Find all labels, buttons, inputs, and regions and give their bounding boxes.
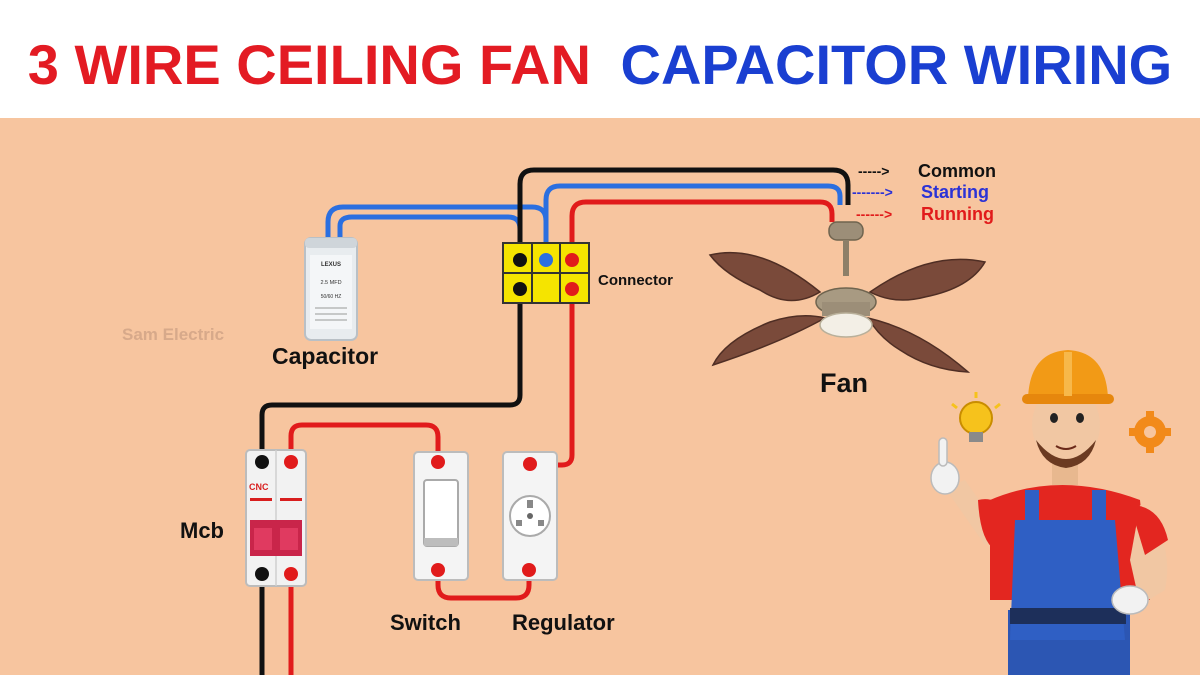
title-part-2: CAPACITOR WIRING [621,33,1173,96]
switch-label: Switch [390,610,461,635]
running-wire [569,199,835,258]
mcb-label: Mcb [180,518,224,543]
legend-starting-arrow: -------> [852,184,893,200]
page-title: 3 WIRE CEILING FAN CAPACITOR WIRING [28,33,1172,96]
watermark: Sam Electric [122,325,224,344]
capacitor-freq: 50/60 HZ [321,294,342,300]
legend-running: Running [921,204,994,224]
capacitor-icon: LEXUS 2.5 MFD 50/60 HZ [304,237,358,341]
fan-label: Fan [820,368,868,398]
mcb-brand: CNC [249,482,269,492]
regulator-out-wire [530,290,575,468]
title-bar [0,0,1200,118]
capacitor-rating: 2.5 MFD [320,280,341,286]
legend-common: Common [918,161,996,181]
lightbulb-icon [951,392,1001,442]
ceiling-fan-icon [708,221,987,373]
capacitor-brand: LEXUS [321,262,341,268]
switch-to-regulator-wire [435,570,532,601]
electrician-icon [930,350,1168,675]
starting-wire [543,183,843,258]
wire-legend: -----> Common -------> Starting ------> … [852,161,996,224]
connector-block-icon [502,242,590,304]
capacitor-label: Capacitor [272,343,378,369]
title-part-1: 3 WIRE CEILING FAN [28,33,591,96]
legend-starting: Starting [921,182,989,202]
legend-common-arrow: -----> [858,163,890,179]
regulator-label: Regulator [512,610,615,635]
mcb-icon: CNC [245,449,307,587]
common-wire [517,167,851,258]
phase-common-wire [259,290,523,460]
legend-running-arrow: ------> [856,206,892,222]
connector-label: Connector [598,272,673,289]
gear-icon [1129,411,1171,453]
switch-icon [413,451,469,581]
regulator-icon [502,451,558,581]
mcb-to-switch-wire [288,422,441,462]
